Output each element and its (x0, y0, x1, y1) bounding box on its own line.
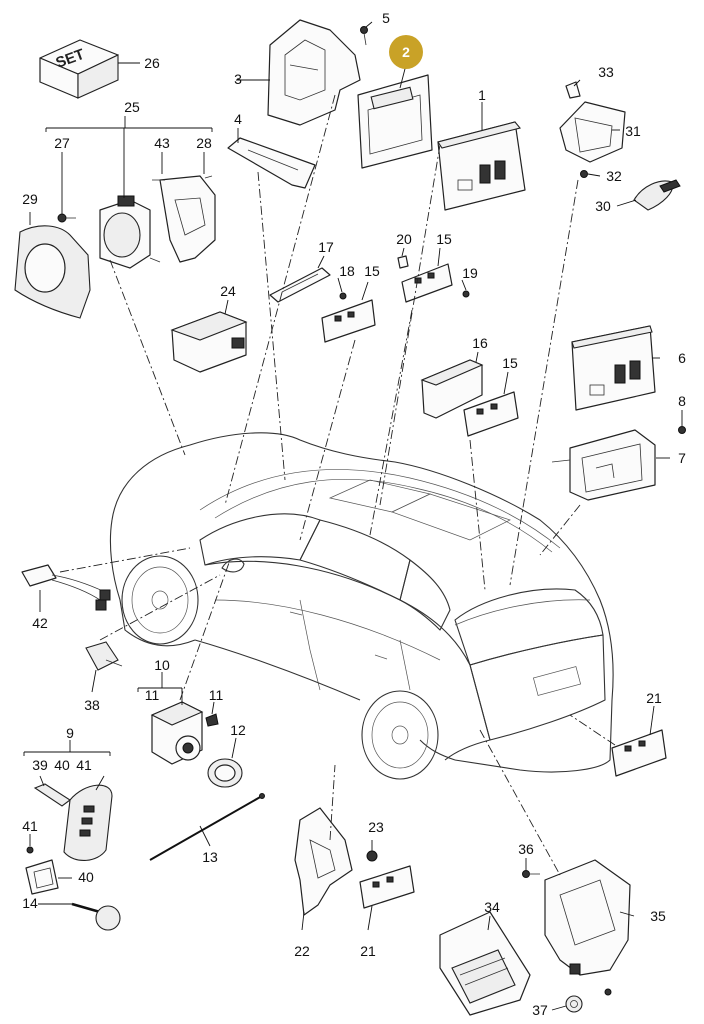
part-7-bracket (551, 429, 656, 501)
label-15-a[interactable]: 15 (364, 263, 380, 279)
label-11-a[interactable]: 11 (145, 687, 160, 703)
part-35-bracket (544, 859, 631, 996)
part-13-rod (149, 793, 265, 861)
part-34-control-unit (439, 911, 531, 1016)
part-27-bolt (57, 213, 76, 223)
leader-lines (23, 21, 683, 1011)
part-32-screw (580, 170, 588, 178)
part-37-nut (565, 995, 583, 1013)
part-12-seal-ring (207, 758, 243, 788)
part-23-nut (366, 850, 378, 862)
part-29-trim-ring (14, 225, 91, 319)
part-26-set-box: SET (39, 39, 119, 99)
label-15-b[interactable]: 15 (436, 231, 452, 247)
part-38-sensor (85, 641, 123, 671)
part-9-key-fob (63, 784, 113, 861)
part-2-control-unit (357, 74, 433, 169)
part-14-emergency-key (71, 902, 121, 931)
part-21-receiver-b (611, 729, 667, 777)
label-9[interactable]: 9 (66, 725, 74, 741)
label-28[interactable]: 28 (196, 135, 212, 151)
label-24[interactable]: 24 (220, 283, 236, 299)
label-26[interactable]: 26 (144, 55, 160, 71)
label-41-a[interactable]: 41 (76, 757, 92, 773)
label-36[interactable]: 36 (518, 841, 534, 857)
part-25-ignition-switch (99, 195, 161, 269)
label-2[interactable]: 2 (402, 44, 410, 60)
label-1[interactable]: 1 (478, 87, 486, 103)
part-15-receiver-a (321, 299, 376, 343)
label-8[interactable]: 8 (678, 393, 686, 409)
label-11-b[interactable]: 11 (209, 687, 224, 703)
label-4[interactable]: 4 (234, 111, 242, 127)
label-10[interactable]: 10 (154, 657, 170, 673)
part-4-bracket-strip (227, 137, 316, 189)
label-30[interactable]: 30 (595, 198, 611, 214)
label-43[interactable]: 43 (154, 135, 170, 151)
part-39-key-blade (33, 783, 71, 807)
label-22[interactable]: 22 (294, 943, 310, 959)
label-40-a[interactable]: 40 (54, 757, 70, 773)
label-19[interactable]: 19 (462, 265, 478, 281)
label-31[interactable]: 31 (625, 123, 641, 139)
part-6-control-unit (571, 325, 656, 411)
label-35[interactable]: 35 (650, 908, 666, 924)
label-39[interactable]: 39 (32, 757, 48, 773)
label-20[interactable]: 20 (396, 231, 412, 247)
label-25[interactable]: 25 (124, 99, 140, 115)
label-21-a[interactable]: 21 (646, 690, 662, 706)
part-43-28-bracket (152, 175, 216, 263)
part-16-module (420, 359, 484, 419)
part-5-screw (360, 26, 368, 46)
label-23[interactable]: 23 (368, 819, 384, 835)
label-27[interactable]: 27 (54, 135, 70, 151)
label-15-c[interactable]: 15 (502, 355, 518, 371)
part-33-clip (565, 81, 581, 99)
part-21-receiver-a (359, 865, 415, 909)
part-41-screw (26, 846, 34, 854)
label-33[interactable]: 33 (598, 64, 614, 80)
part-22-bracket (294, 807, 353, 916)
part-24-module (170, 311, 248, 373)
part-2-highlight-badge[interactable] (389, 35, 423, 69)
part-10-lock-cylinder (150, 701, 204, 765)
part-11-clip (205, 713, 219, 727)
label-21-b[interactable]: 21 (360, 943, 376, 959)
callout-labels: 2 1 3 4 5 6 7 8 9 10 11 11 12 13 14 15 1… (22, 10, 686, 1018)
part-8-screw (678, 426, 686, 434)
label-17[interactable]: 17 (318, 239, 334, 255)
label-18[interactable]: 18 (339, 263, 355, 279)
label-6[interactable]: 6 (678, 350, 686, 366)
label-32[interactable]: 32 (606, 168, 622, 184)
label-3[interactable]: 3 (234, 71, 242, 87)
part-1-control-unit (437, 121, 526, 211)
part-40-cover (25, 859, 59, 895)
label-12[interactable]: 12 (230, 722, 246, 738)
label-42[interactable]: 42 (32, 615, 48, 631)
label-34[interactable]: 34 (484, 899, 500, 915)
label-37[interactable]: 37 (532, 1002, 548, 1018)
label-40-b[interactable]: 40 (78, 869, 94, 885)
label-7[interactable]: 7 (678, 450, 686, 466)
label-13[interactable]: 13 (202, 849, 218, 865)
part-30-key (633, 179, 681, 211)
part-31-bracket-module (559, 101, 626, 163)
part-15-receiver-b (397, 255, 470, 303)
part-36-screw (522, 870, 540, 878)
label-5[interactable]: 5 (382, 10, 390, 26)
vehicle-outline (109, 432, 614, 780)
part-15-receiver-c (463, 391, 519, 437)
label-38[interactable]: 38 (84, 697, 100, 713)
label-29[interactable]: 29 (22, 191, 38, 207)
part-17-bracket (269, 267, 347, 303)
dashed-leaders (59, 94, 616, 876)
label-16[interactable]: 16 (472, 335, 488, 351)
label-41-b[interactable]: 41 (22, 818, 38, 834)
part-3-bracket (267, 19, 361, 126)
label-14[interactable]: 14 (22, 895, 38, 911)
part-42-wiring-harness (21, 564, 111, 611)
